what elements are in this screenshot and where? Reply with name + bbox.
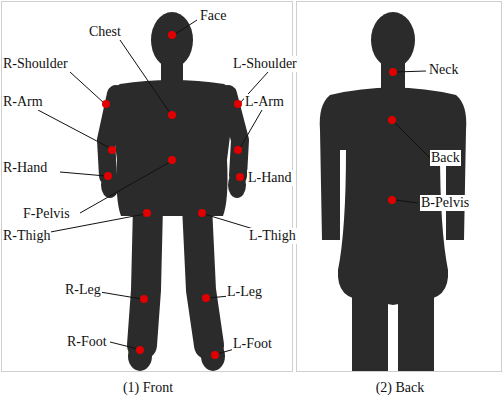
thigh-label: R-Thigh [2, 228, 51, 244]
leg-label: L-Leg [226, 284, 263, 300]
hand-label: L-Hand [247, 170, 293, 186]
marker-dots [102, 31, 397, 359]
panel-caption-label: (1) Front [122, 380, 174, 396]
pelvis-label: F-Pelvis [22, 206, 71, 222]
back-label: Back [430, 150, 461, 166]
face-label: Face [199, 8, 227, 24]
back-panel [297, 2, 502, 372]
shoulder-label: R-Shoulder [2, 56, 69, 72]
neck-label: Neck [428, 62, 460, 78]
leader-lines [38, 20, 430, 354]
foot-label: R-Foot [66, 334, 108, 350]
arm-label: L-Arm [244, 94, 285, 110]
front-figure [101, 12, 246, 371]
back-figure [320, 12, 467, 371]
thigh-label: L-Thigh [248, 228, 297, 244]
foot-label: L-Foot [232, 336, 273, 352]
arm-label: R-Arm [2, 94, 44, 110]
leg-label: R-Leg [64, 282, 102, 298]
chest-label: Chest [88, 24, 122, 40]
panel-caption-label: (2) Back [375, 380, 426, 396]
shoulder-label: L-Shoulder [232, 56, 298, 72]
pelvis-label: B-Pelvis [420, 195, 470, 211]
hand-label: R-Hand [2, 160, 48, 176]
